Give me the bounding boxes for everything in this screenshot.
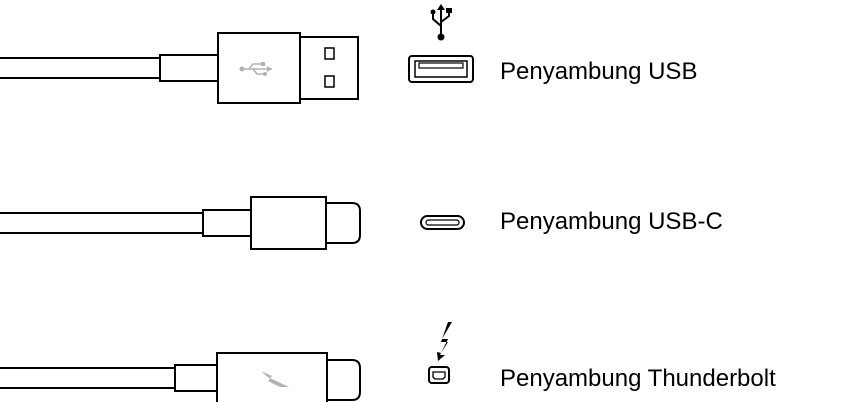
thunderbolt-cable [0, 352, 361, 402]
usb-plug-pin-top [324, 47, 335, 60]
usb-c-cable [0, 196, 361, 250]
usb-a-port-icon [408, 55, 474, 83]
usb-cable-housing [217, 32, 301, 104]
usb-c-port-icon [420, 215, 465, 230]
usb-connector-label: Penyambung USB [500, 58, 698, 85]
usb-cable-plug [299, 36, 359, 100]
thunderbolt-connector-label: Penyambung Thunderbolt [500, 365, 776, 392]
thunderbolt-logo-icon [261, 371, 289, 387]
tb-cable-strain-relief [174, 364, 218, 392]
usbc-cable-plug [325, 202, 361, 244]
thunderbolt-port-icon [428, 366, 450, 384]
tb-cable-housing [216, 352, 328, 402]
usb-plug-pin-bottom [324, 75, 335, 88]
usb-a-cable [0, 32, 359, 104]
usb-logo-icon [239, 62, 272, 76]
tb-cable-plug [326, 359, 361, 401]
thunderbolt-bolt-icon [437, 322, 452, 361]
usbc-cable-housing [250, 196, 327, 250]
usb-trident-icon [430, 4, 452, 41]
usb-c-connector-label: Penyambung USB-C [500, 208, 723, 235]
usbc-cable-strain-relief [202, 209, 252, 237]
usb-cable-strain-relief [159, 54, 219, 82]
